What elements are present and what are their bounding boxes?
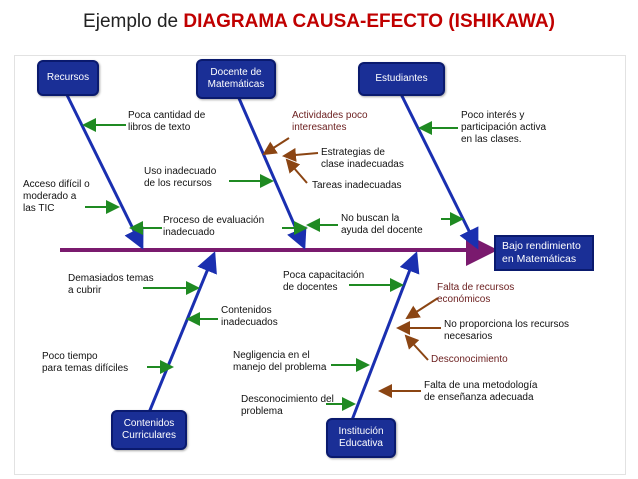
cause-label: No buscan la ayuda del docente	[341, 213, 423, 237]
cause-arrow	[285, 158, 308, 184]
cause-label: Acceso difícil o moderado a las TIC	[23, 179, 90, 215]
cause-arrow	[282, 147, 319, 162]
category-estudiantes-label: Estudiantes	[375, 73, 428, 84]
bone-contenidos	[146, 251, 217, 416]
bone-docente	[236, 95, 307, 250]
bone-estudiantes	[398, 91, 479, 250]
cause-label: Desconocimiento del problema	[241, 394, 334, 418]
cause-label: Tareas inadecuadas	[312, 180, 402, 191]
title-prefix: Ejemplo de	[83, 11, 179, 32]
category-institucion-label: Institución Educativa	[338, 426, 384, 449]
effect-label: Bajo rendimiento en Matemáticas	[502, 240, 581, 266]
cause-label: Poca capacitación de docentes	[283, 270, 365, 294]
cause-label: Poco interés y participación activa en l…	[461, 110, 547, 146]
subcause-label: Desconocimiento	[431, 354, 508, 365]
cause-arrow	[262, 137, 290, 156]
category-institucion: Institución Educativa	[326, 418, 396, 458]
bone-institucion	[350, 251, 420, 421]
cause-label: Poca cantidad de libros de texto	[128, 110, 206, 134]
subcause-label: Falta de recursos económicos	[437, 282, 515, 306]
cause-label: Uso inadecuado de los recursos	[144, 166, 217, 190]
category-recursos: Recursos	[37, 60, 99, 96]
cause-label: Contenidos inadecuados	[221, 305, 278, 329]
subcause-arrow	[404, 334, 429, 361]
category-contenidos-label: Contenidos Curriculares	[122, 418, 176, 441]
category-docente: Docente de Matemáticas	[196, 59, 276, 99]
title-highlight: DIAGRAMA CAUSA-EFECTO (ISHIKAWA)	[183, 11, 555, 32]
cause-label: Poco tiempo para temas difíciles	[42, 351, 129, 375]
cause-label: Actividades poco interesantes	[292, 110, 368, 134]
cause-label: Demasiados temas a cubrir	[68, 273, 154, 297]
category-estudiantes: Estudiantes	[358, 62, 445, 96]
cause-label: Proceso de evaluación inadecuado	[163, 215, 265, 239]
category-docente-label: Docente de Matemáticas	[207, 67, 265, 90]
subcause-label: Falta de una metodología de enseñanza ad…	[424, 380, 538, 404]
cause-label: Negligencia en el manejo del problema	[233, 350, 327, 374]
subcause-label: No proporciona los recursos necesarios	[444, 319, 570, 343]
subcause-arrow	[405, 297, 439, 320]
effect-box: Bajo rendimiento en Matemáticas	[494, 235, 594, 272]
page-title: Ejemplo de DIAGRAMA CAUSA-EFECTO (ISHIKA…	[0, 11, 638, 33]
cause-label: Estrategias de clase inadecuadas	[321, 147, 404, 171]
category-recursos-label: Recursos	[46, 72, 90, 83]
category-contenidos: Contenidos Curriculares	[111, 410, 187, 450]
